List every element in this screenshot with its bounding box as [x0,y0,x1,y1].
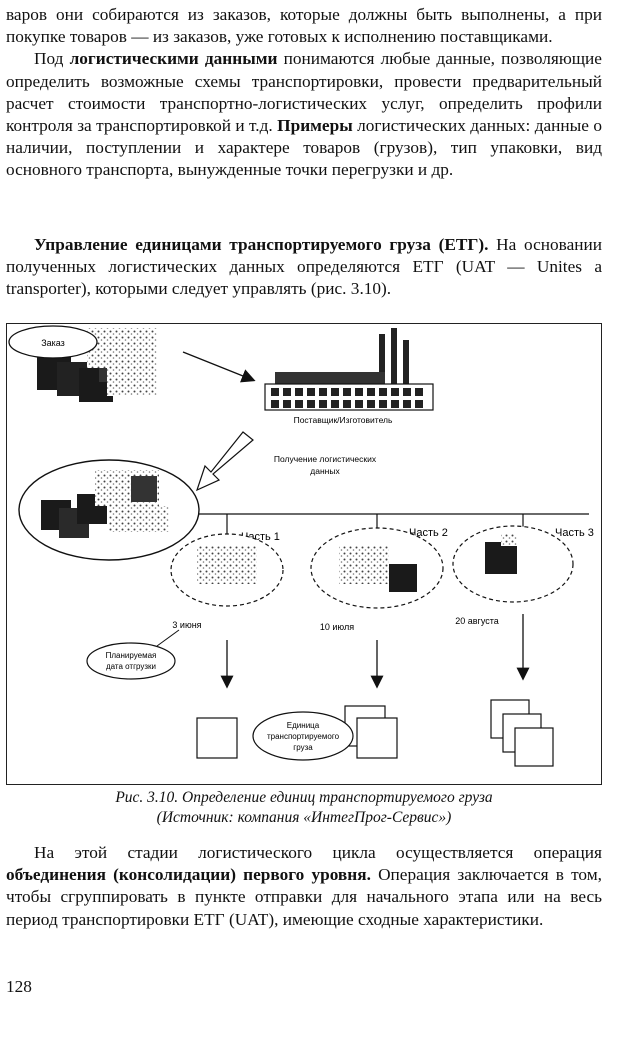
paragraph-3: Управление единицами транспортируемого г… [6,234,602,301]
figure-diagram: Заказ Поставщик/Изготовитель Получение л… [8,325,594,767]
part2-label: Часть 2 [409,527,448,539]
supplier-label: Поставщик/Изготовитель [294,415,393,425]
paragraph-2-text-end: логистических данных: данные о наличии, … [6,116,602,180]
paragraph-3-text: На основании полученных логистических да… [6,235,602,299]
logistics-label-line1: Получение логистических [274,454,377,464]
body-text-etg: Управление единицами транспортируемого г… [6,234,602,301]
paragraph-4-lead: На этой стадии логистического цикла осущ… [34,843,602,862]
unit-label-line3: груза [293,743,313,752]
figure-caption: Рис. 3.10. Определение единиц транспорти… [6,788,602,828]
date-part3: 20 августа [455,616,499,626]
figure-3-10: Заказ Поставщик/Изготовитель Получение л… [6,323,602,785]
date-part1: 3 июня [172,620,201,630]
paragraph-4-text: Операция заключается в том, чтобы сгрупп… [6,865,602,929]
consolidated-goods [18,459,200,561]
planned-date-bubble: Планируемая дата отгрузки [86,629,180,680]
order-bubble [8,325,98,359]
body-text-top: варов они собираются из заказов, которые… [6,4,602,182]
paragraph-4: На этой стадии логистического цикла осущ… [6,842,602,931]
carton-icon [196,717,238,759]
carton-icon [356,717,398,759]
term-logistic-data: логистическими данными [69,49,278,69]
logistics-label-line2: данных [310,466,340,476]
arrow-order-to-supplier [182,351,256,383]
planned-label-line2: дата отгрузки [106,662,156,671]
part1-goods [170,533,284,607]
paper-wrap-icon [107,364,157,396]
term-consolidation: объединения (консолидации) первого уровн… [6,865,371,885]
paragraph-2-text: понимаются любые данные, позволяющие опр… [6,49,602,136]
unit-label-line2: транспортируемого [267,732,340,741]
page-number: 128 [6,977,32,996]
caption-line-2: (Источник: компания «ИнтегПрог-Сервис») [156,809,452,826]
body-text-bottom: На этой стадии логистического цикла осущ… [6,842,602,931]
unit-label-line1: Единица [287,721,320,730]
part3-goods [452,525,574,603]
date-part2: 10 июля [320,622,354,632]
order-group: Заказ [8,325,157,402]
cargo-unit-bubble: Единица транспортируемого груза [252,711,354,761]
arrow-logistics-data [195,431,254,492]
part2-goods [310,527,444,609]
cargo-units [196,699,554,767]
order-label: Заказ [41,338,65,348]
term-examples: Примеры [277,116,353,136]
paper-wrap-icon [87,328,157,368]
paragraph-2: Под логистическими данными понимаются лю… [6,48,602,181]
carton-icon [514,727,554,767]
heading-etg: Управление единицами транспортируемого г… [34,235,489,254]
paragraph-2-lead: Под [34,49,70,69]
paragraph-1: варов они собираются из заказов, которые… [6,5,602,47]
part3-label: Часть 3 [555,527,594,539]
caption-line-1: Рис. 3.10. Определение единиц транспорти… [115,789,493,806]
factory-icon [264,328,434,411]
planned-label-line1: Планируемая [106,651,157,660]
